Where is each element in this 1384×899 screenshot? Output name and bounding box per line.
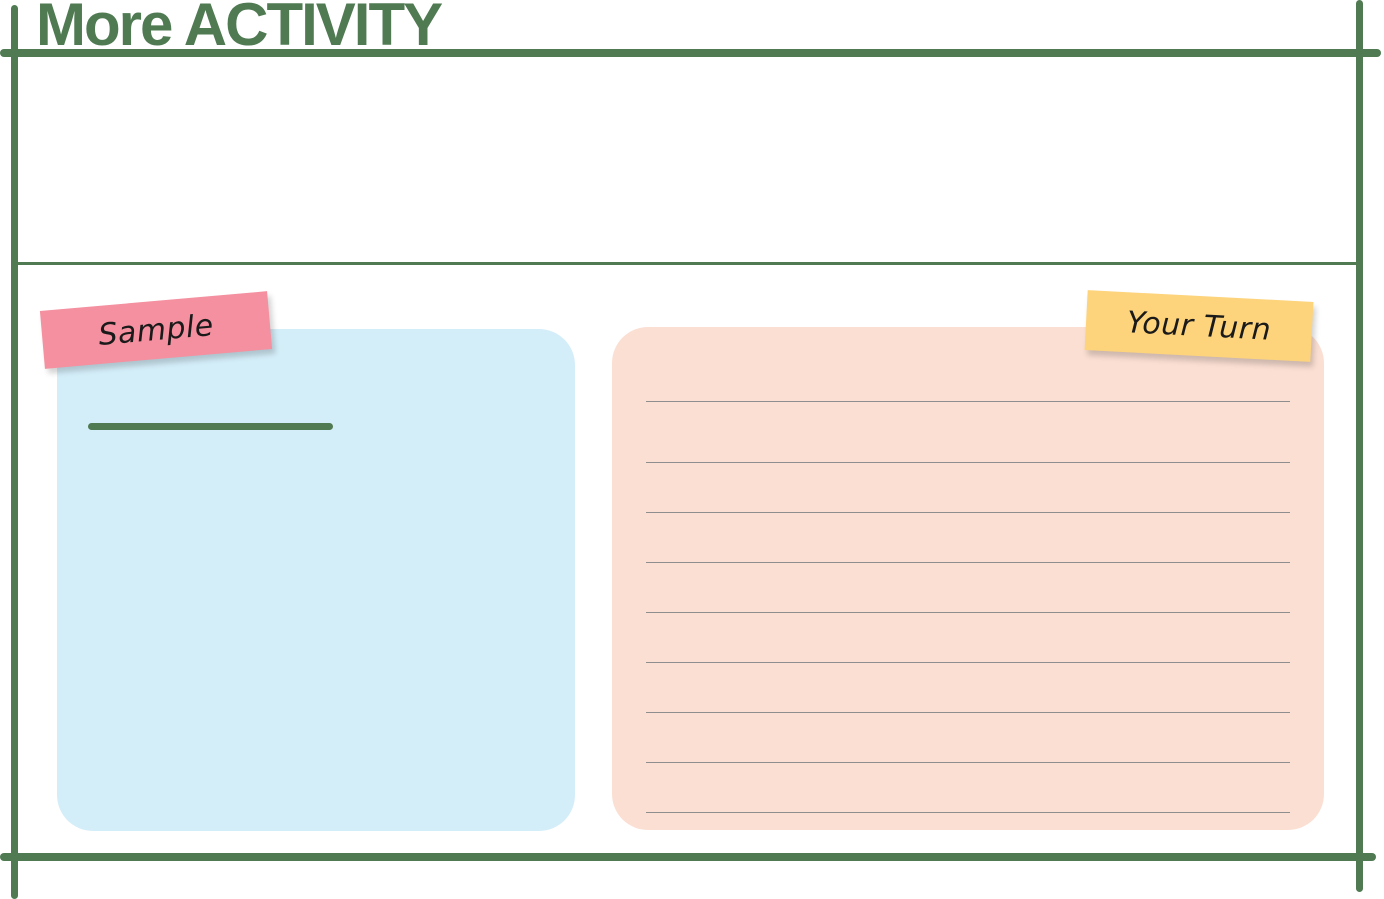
your-turn-tag-label: Your Turn	[1125, 304, 1273, 348]
sample-card	[57, 329, 575, 831]
writing-line[interactable]	[646, 762, 1290, 763]
frame-top-line	[0, 49, 1381, 57]
writing-line[interactable]	[646, 401, 1290, 402]
writing-line[interactable]	[646, 512, 1290, 513]
page-title: More ACTIVITY	[36, 0, 443, 58]
writing-line[interactable]	[646, 462, 1290, 463]
writing-line[interactable]	[646, 562, 1290, 563]
writing-line[interactable]	[646, 662, 1290, 663]
your-turn-tag: Your Turn	[1084, 290, 1314, 362]
sample-answer-line	[88, 423, 333, 430]
sample-tag-label: Sample	[96, 307, 216, 353]
instructions-area	[20, 62, 1356, 260]
frame-right-line	[1356, 0, 1363, 892]
header-divider-line	[18, 262, 1358, 265]
frame-left-line	[11, 5, 18, 899]
writing-line[interactable]	[646, 712, 1290, 713]
your-turn-card[interactable]	[612, 327, 1324, 830]
frame-bottom-line	[0, 853, 1376, 861]
writing-line[interactable]	[646, 812, 1290, 813]
writing-line[interactable]	[646, 612, 1290, 613]
